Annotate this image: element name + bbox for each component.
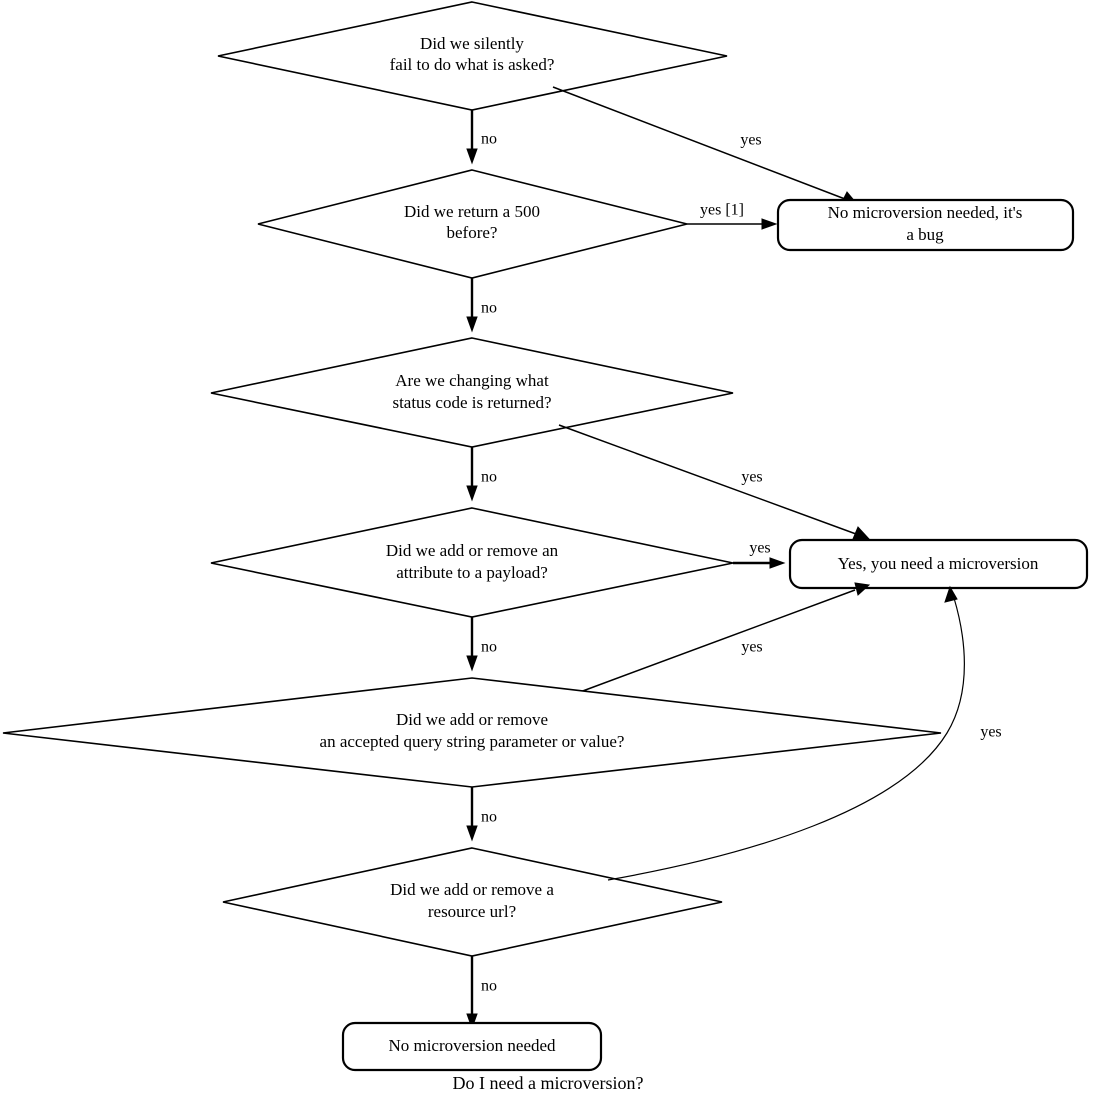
graph-caption: Do I need a microversion? [453, 1073, 644, 1093]
node-no-microversion[interactable]: No microversion needed [341, 1021, 603, 1072]
edge-label-no: no [481, 300, 497, 317]
node-resource-url[interactable]: Did we add or remove a resource url? [222, 847, 723, 957]
arrow-head-icon [466, 825, 478, 842]
edge-attribute-payload-no: no [466, 617, 497, 672]
node-query-string-line-1: Did we add or remove [396, 710, 548, 729]
edge-label-yes: yes [980, 724, 1001, 741]
node-silent-fail-line-2: fail to do what is asked? [390, 55, 555, 74]
node-query-string-line-2: an accepted query string parameter or va… [320, 732, 625, 751]
edge-line [552, 86, 846, 200]
arrow-head-icon [466, 655, 478, 672]
node-bug[interactable]: No microversion needed, it's a bug [776, 198, 1075, 252]
edge-status-code-no: no [466, 447, 497, 502]
arrow-head-icon [944, 585, 958, 603]
arrow-head-icon [769, 557, 786, 569]
rounded-rect-shape [341, 1021, 603, 1072]
edge-label-no: no [481, 469, 497, 486]
edge-query-string-yes: yes [579, 582, 871, 693]
arrow-head-icon [466, 485, 478, 502]
node-status-code-line-1: Are we changing what [395, 371, 549, 390]
node-resource-url-line-1: Did we add or remove a [390, 880, 554, 899]
edge-label-yes-1: yes [1] [700, 202, 744, 219]
node-return-500-line-1: Did we return a 500 [404, 202, 540, 221]
node-return-500-line-2: before? [447, 223, 498, 242]
arrow-head-icon [466, 1013, 478, 1030]
edge-label-yes: yes [749, 540, 770, 557]
edge-label-no: no [481, 131, 497, 148]
node-attribute-payload[interactable]: Did we add or remove an attribute to a p… [210, 507, 734, 618]
edge-resource-url-yes: yes [607, 585, 1002, 881]
node-status-code-line-2: status code is returned? [392, 393, 551, 412]
edge-label-yes: yes [741, 639, 762, 656]
rounded-rect-shape [788, 538, 1089, 590]
node-return-500[interactable]: Did we return a 500 before? [257, 169, 688, 279]
edge-return-500-yes: yes [1] [687, 202, 778, 230]
edge-query-string-no: no [466, 787, 497, 842]
edge-line [558, 424, 857, 535]
node-no-microversion-line-1: No microversion needed [388, 1036, 556, 1055]
node-status-code[interactable]: Are we changing what status code is retu… [210, 337, 734, 448]
node-silent-fail-line-1: Did we silently [420, 34, 524, 53]
edge-label-no: no [481, 639, 497, 656]
rounded-rect-shape [776, 198, 1075, 252]
node-bug-line-1: No microversion needed, it's [828, 203, 1023, 222]
node-attribute-payload-line-2: attribute to a payload? [396, 563, 548, 582]
edge-line [607, 597, 965, 881]
node-attribute-payload-line-1: Did we add or remove an [386, 541, 559, 560]
edge-label-yes: yes [740, 132, 761, 149]
edge-status-code-yes: yes [558, 424, 871, 540]
edge-silent-fail-yes: yes [552, 86, 859, 205]
node-query-string[interactable]: Did we add or remove an accepted query s… [2, 677, 942, 788]
node-bug-line-2: a bug [906, 225, 944, 244]
arrow-head-icon [466, 148, 478, 165]
node-resource-url-line-2: resource url? [428, 902, 516, 921]
edge-return-500-no: no [466, 278, 497, 333]
arrow-head-icon [854, 582, 871, 596]
arrow-head-icon [761, 218, 778, 230]
edge-label-no: no [481, 978, 497, 995]
node-need-microversion[interactable]: Yes, you need a microversion [788, 538, 1089, 590]
arrow-head-icon [852, 526, 871, 540]
arrow-head-icon [466, 316, 478, 333]
edge-label-yes: yes [741, 469, 762, 486]
node-need-microversion-line-1: Yes, you need a microversion [838, 554, 1039, 573]
node-silent-fail[interactable]: Did we silently fail to do what is asked… [217, 1, 728, 111]
edge-label-no: no [481, 809, 497, 826]
edge-line [579, 589, 856, 693]
edge-attribute-payload-yes: yes [733, 540, 786, 569]
edge-resource-url-no: no [466, 956, 497, 1030]
edge-silent-fail-no: no [466, 110, 497, 165]
